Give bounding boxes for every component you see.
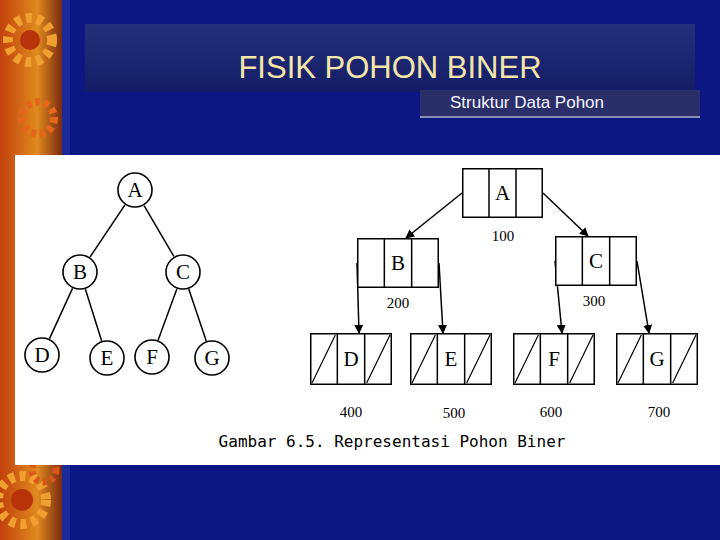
circle-outline [90,341,124,375]
tree-branch [189,289,206,341]
circle-outline [118,173,152,207]
tree-branch [85,289,101,341]
slide-title: FISIK POHON BINER [238,52,541,83]
linked-node-box: G [616,333,698,385]
cell-divider [464,333,466,385]
node-info: F [548,349,560,370]
linked-node-box: A [462,168,543,218]
circle-outline [135,340,169,374]
figure-area [15,155,720,465]
tree-node-circle: D [24,337,60,373]
pointer-arrow [637,261,649,333]
tree-node-circle: A [117,172,153,208]
null-slash [467,335,490,383]
tree-node-circle: C [165,254,201,290]
pointer-arrow [406,193,462,238]
subtitle-band [420,90,700,116]
address-label: 400 [340,405,363,420]
address-label: 300 [583,294,606,309]
cell-divider [643,333,645,385]
tree-node-circle: E [89,340,125,376]
null-slash [367,335,390,383]
linked-node-box: E [410,333,492,385]
null-slash [515,335,538,383]
tree-branch [158,289,177,340]
gear-hub [20,30,40,50]
box-outline [556,237,637,286]
cell-divider [609,236,611,286]
node-info: A [495,183,510,204]
circle-outline [195,341,229,375]
node-info: D [343,349,358,370]
cell-divider [582,236,584,286]
tree-branch [49,288,72,338]
node-letter: F [146,347,158,368]
figure-caption: Gambar 6.5. Representasi Pohon Biner [219,434,566,450]
address-label: 200 [387,296,410,311]
node-info: C [589,251,603,272]
circle-outline [63,255,97,289]
node-info: B [391,253,405,274]
null-slash [673,335,696,383]
null-slash [312,335,335,383]
cell-divider [384,238,386,288]
tree-node-circle: G [194,340,230,376]
box-outline [311,334,392,385]
null-slash [618,335,641,383]
linked-node-box: C [555,236,637,286]
address-label: 500 [443,406,466,421]
linked-node-box: B [357,238,439,288]
tree-branch [144,206,174,257]
tree-branch [90,205,125,257]
gear [22,102,54,134]
address-label: 600 [540,405,563,420]
cell-divider [437,333,439,385]
gear [0,476,46,524]
address-label: 700 [648,405,671,420]
node-letter: G [204,348,219,369]
node-letter: C [176,262,190,283]
null-slash [412,335,435,383]
cell-divider [670,333,672,385]
node-info: G [649,349,664,370]
slide-subtitle: Struktur Data Pohon [450,94,604,111]
cell-divider [488,168,490,218]
box-outline [411,334,492,385]
tree-node-circle: F [134,339,170,375]
tree-node-circle: B [62,254,98,290]
box-outline [617,334,698,385]
node-letter: D [34,345,49,366]
linked-node-box: D [310,333,392,385]
node-letter: E [101,348,114,369]
circle-outline [25,338,59,372]
pointer-arrow [439,263,443,333]
cell-divider [567,333,569,385]
address-label: 100 [492,229,515,244]
box-outline [514,334,595,385]
cell-divider [540,333,542,385]
gear [8,18,52,62]
node-letter: B [73,262,87,283]
cell-divider [515,168,517,218]
box-outline [358,239,439,288]
subtitle-rule [420,116,700,118]
node-info: E [445,349,458,370]
linked-node-box: F [513,333,595,385]
box-outline [463,169,543,218]
cell-divider [337,333,339,385]
cell-divider [411,238,413,288]
cell-divider [364,333,366,385]
title-band [85,24,695,92]
gear-hub [11,489,33,511]
circle-outline [166,255,200,289]
node-letter: A [127,180,142,201]
null-slash [570,335,593,383]
pointer-arrow [543,193,588,236]
